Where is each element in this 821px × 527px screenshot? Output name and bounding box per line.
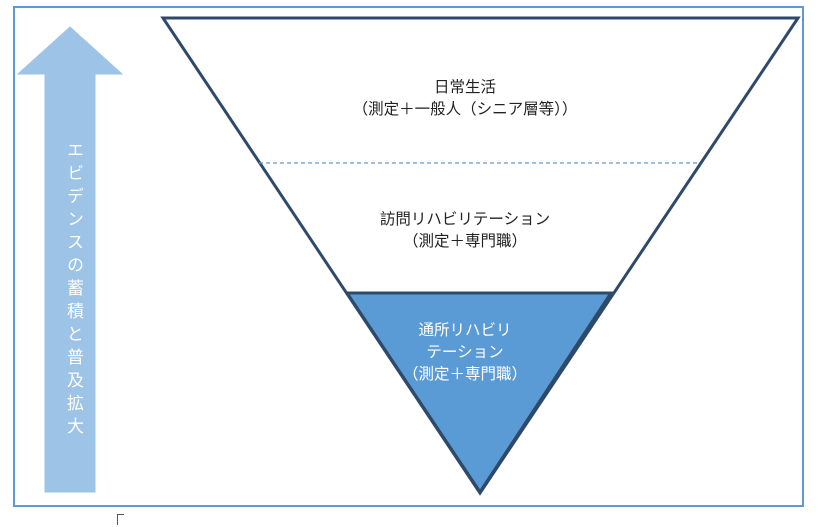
level-home-visit-rehab: 訪問リハビリテーション （測定＋専門職） (340, 208, 590, 252)
level-home-visit-rehab-subtitle: （測定＋専門職） (402, 232, 527, 250)
funnel-triangle (160, 16, 801, 496)
bracket-mark (117, 514, 124, 525)
evidence-arrow (16, 26, 124, 493)
level-home-visit-rehab-title: 訪問リハビリテーション (379, 210, 551, 228)
funnel-bottom-section (344, 291, 614, 495)
level-daily-life: 日常生活 （測定＋一般人（シニア層等）） (340, 76, 590, 120)
level-daily-life-title: 日常生活 (433, 78, 496, 96)
level-day-care-rehab-title-line1: 通所リハビリ (418, 321, 512, 339)
level-day-care-rehab: 通所リハビリ テーション （測定＋専門職） (380, 319, 550, 385)
level-daily-life-subtitle: （測定＋一般人（シニア層等）） (352, 100, 578, 118)
arrow-label: エビデンスの蓄積と普及拡大 (63, 140, 83, 440)
diagram-frame (13, 6, 804, 507)
level-day-care-rehab-subtitle: （測定＋専門職） (402, 365, 527, 383)
level-day-care-rehab-title-line2: テーション (426, 343, 504, 361)
